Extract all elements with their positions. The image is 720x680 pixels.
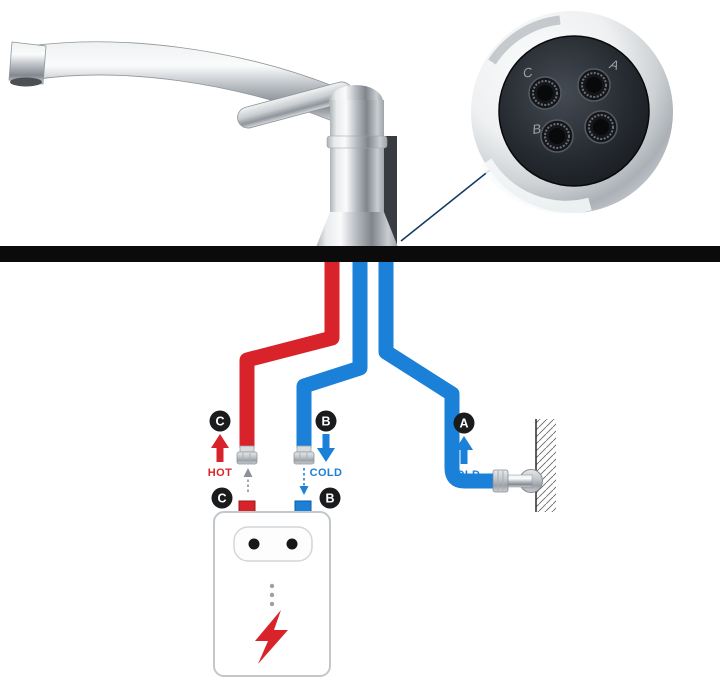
inset-chrome-highlight <box>480 158 592 214</box>
boiler-knob-left <box>248 538 260 550</box>
boiler-badge-c <box>211 487 233 509</box>
faucet-aerator-icon <box>10 77 42 87</box>
faucet <box>8 41 398 248</box>
inlet-hole-extra <box>584 110 618 144</box>
inlet-hole-a <box>577 68 611 102</box>
wall-hatch <box>536 419 556 512</box>
boiler-status-dots <box>269 583 275 607</box>
faucet-base <box>316 212 398 247</box>
hose-connector-b <box>293 445 315 465</box>
badge-b <box>315 410 337 432</box>
hose-connector-c <box>236 445 258 465</box>
boiler-badge-b-letter: B <box>325 492 334 506</box>
countertop <box>0 246 720 262</box>
callout-b: B COLD <box>310 410 343 479</box>
boiler-control-panel <box>233 526 313 562</box>
inset-pointer-line <box>400 161 501 242</box>
hole-label-c: C <box>522 64 535 81</box>
faucet-spout-end <box>8 41 47 85</box>
dashed-arrow-b <box>299 468 309 495</box>
cold-label-a: COLD <box>448 469 481 481</box>
supply-hoses <box>239 252 497 489</box>
inlet-hole-c <box>528 76 562 110</box>
dashed-arrowhead-up-icon <box>243 468 253 477</box>
callout-a: A COLD <box>448 412 481 481</box>
badge-a-letter: A <box>459 417 468 431</box>
hose-cold-b <box>296 252 368 448</box>
inset-detail-circle: C A B <box>471 11 673 214</box>
boiler-port-cold <box>294 500 312 513</box>
boiler: C B <box>211 487 341 677</box>
badge-c-letter: C <box>215 415 224 429</box>
hot-label: HOT <box>208 467 232 479</box>
boiler-badge-c-letter: C <box>217 492 226 506</box>
faucet-joint-ring <box>326 135 388 149</box>
badge-a <box>453 412 475 434</box>
hose-cold-a <box>378 252 497 489</box>
hole-label-b: B <box>531 121 542 137</box>
valve-pipe <box>505 474 533 488</box>
badge-c <box>209 410 231 432</box>
dashed-arrowhead-down-icon <box>299 486 309 495</box>
inlet-hole-b <box>540 119 574 153</box>
cold-label-b: COLD <box>310 467 343 479</box>
hose-hot-c <box>239 252 340 448</box>
boiler-port-hot <box>238 500 256 513</box>
callout-c: C HOT <box>208 410 232 479</box>
inset-chrome-shade <box>488 15 561 65</box>
arrow-down-cold-icon <box>317 434 335 462</box>
boiler-knob-right <box>286 538 298 550</box>
arrow-up-cold-icon <box>455 436 473 464</box>
arrow-up-hot-icon <box>211 434 229 462</box>
lightning-bolt-icon <box>255 610 288 664</box>
dashed-arrow-c <box>243 468 253 492</box>
hole-label-a: A <box>607 56 620 73</box>
badge-b-letter: B <box>321 415 330 429</box>
faucet-base-underside <box>498 35 650 187</box>
boiler-badge-b <box>319 487 341 509</box>
wall-section <box>492 419 556 512</box>
valve-nut <box>492 469 509 493</box>
